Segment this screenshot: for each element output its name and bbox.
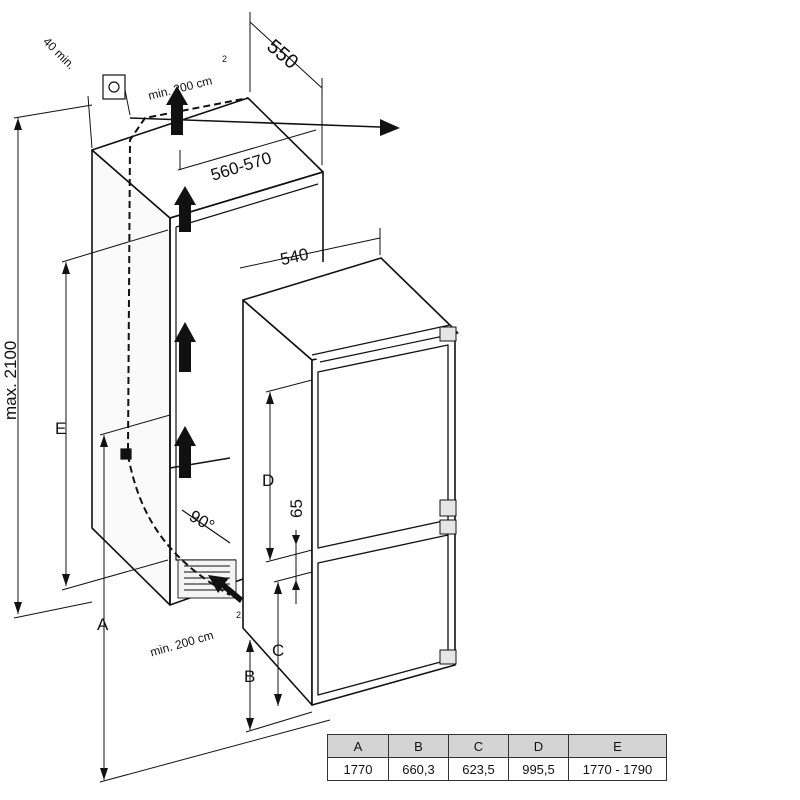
table-value-cell: 660,3 <box>388 757 449 781</box>
table-header-cell: D <box>508 734 569 758</box>
dimension-table-row: 1770 660,3 623,5 995,5 1770 - 1790 <box>327 757 667 781</box>
table-header-cell: C <box>448 734 509 758</box>
letter-a: A <box>97 615 109 634</box>
table-value-cell: 1770 <box>327 757 389 781</box>
dimension-lines <box>13 12 381 783</box>
dimension-table-header: A B C D E <box>327 734 667 758</box>
letter-d: D <box>262 471 274 490</box>
dimension-table: A B C D E 1770 660,3 623,5 995,5 1770 - … <box>327 734 667 781</box>
hinges <box>439 326 457 665</box>
table-header-cell: A <box>327 734 389 758</box>
letter-labels: A B C D E <box>55 419 284 686</box>
table-value-cell: 995,5 <box>508 757 569 781</box>
outlet-arrow-head <box>380 119 400 136</box>
wall-socket-icon <box>102 74 132 460</box>
letter-e: E <box>55 419 66 438</box>
min-gap-top-label: 40 min. <box>40 34 78 72</box>
appliance-body <box>242 257 459 706</box>
vent-bottom-label: min. 200 cm <box>148 628 215 659</box>
vent-top-exponent: 2 <box>222 54 227 64</box>
appliance-width-label: 540 <box>278 245 310 269</box>
table-header-cell: E <box>568 734 667 758</box>
table-value-cell: 1770 - 1790 <box>568 757 667 781</box>
table-header-cell: B <box>388 734 449 758</box>
niche-cabinet <box>91 97 324 606</box>
air-flow-path <box>127 97 249 596</box>
table-value-cell: 623,5 <box>448 757 509 781</box>
letter-c: C <box>272 641 284 660</box>
bottom-inlet-arrow <box>208 575 243 603</box>
letter-b: B <box>244 667 255 686</box>
vent-bottom-exponent: 2 <box>236 610 241 620</box>
dimension-arrowheads <box>14 118 300 780</box>
max-height-label: max. 2100 <box>1 341 20 420</box>
door-gap-label: 65 <box>287 499 306 518</box>
depth-label: 550 <box>262 35 302 73</box>
